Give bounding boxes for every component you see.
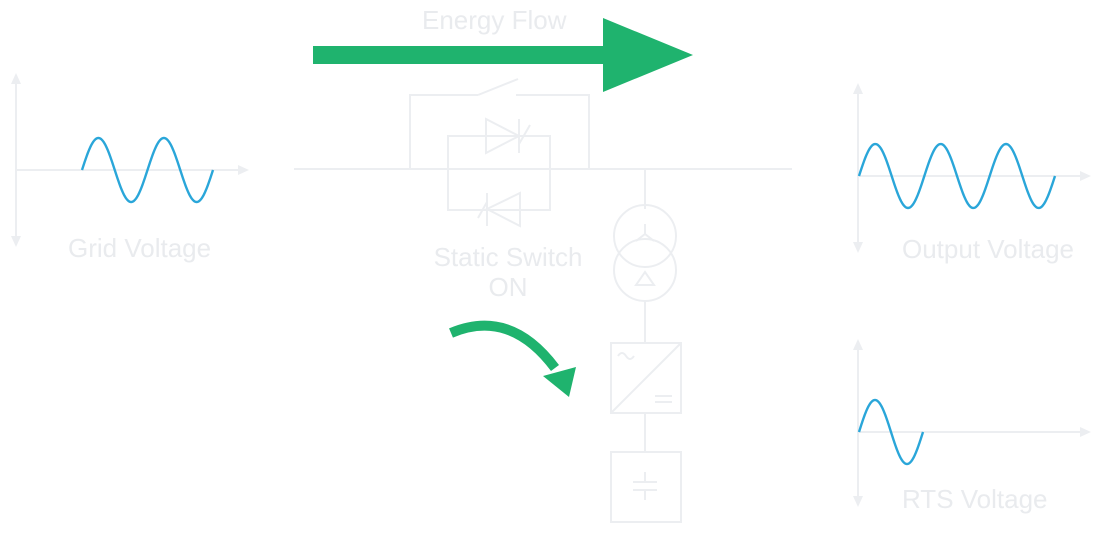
- energy-flow-label: Energy Flow: [422, 5, 567, 35]
- bypass-switch: [409, 78, 590, 169]
- static-switch-name: Static Switch: [433, 242, 583, 272]
- curved-arrow-icon: [449, 320, 576, 397]
- rts-voltage-axes: [853, 339, 1091, 507]
- rts-voltage-label: RTS Voltage: [902, 484, 1048, 514]
- rectifier-icon: [610, 342, 682, 414]
- output-voltage-waveform: [857, 142, 1057, 210]
- grid-voltage-axes: [11, 73, 249, 247]
- output-voltage-axes: [853, 83, 1091, 253]
- grid-voltage-waveform: [80, 136, 215, 204]
- static-switch-label: Static Switch ON: [427, 242, 589, 302]
- grid-voltage-label: Grid Voltage: [68, 233, 212, 263]
- static-switch-thyristors: [447, 117, 551, 228]
- arrow-right-icon: [313, 18, 693, 92]
- transformer-icon: [613, 204, 677, 302]
- output-voltage-label: Output Voltage: [902, 234, 1075, 264]
- capacitor-icon: [610, 451, 682, 523]
- rts-voltage-waveform: [857, 398, 925, 466]
- static-switch-state: ON: [488, 272, 528, 302]
